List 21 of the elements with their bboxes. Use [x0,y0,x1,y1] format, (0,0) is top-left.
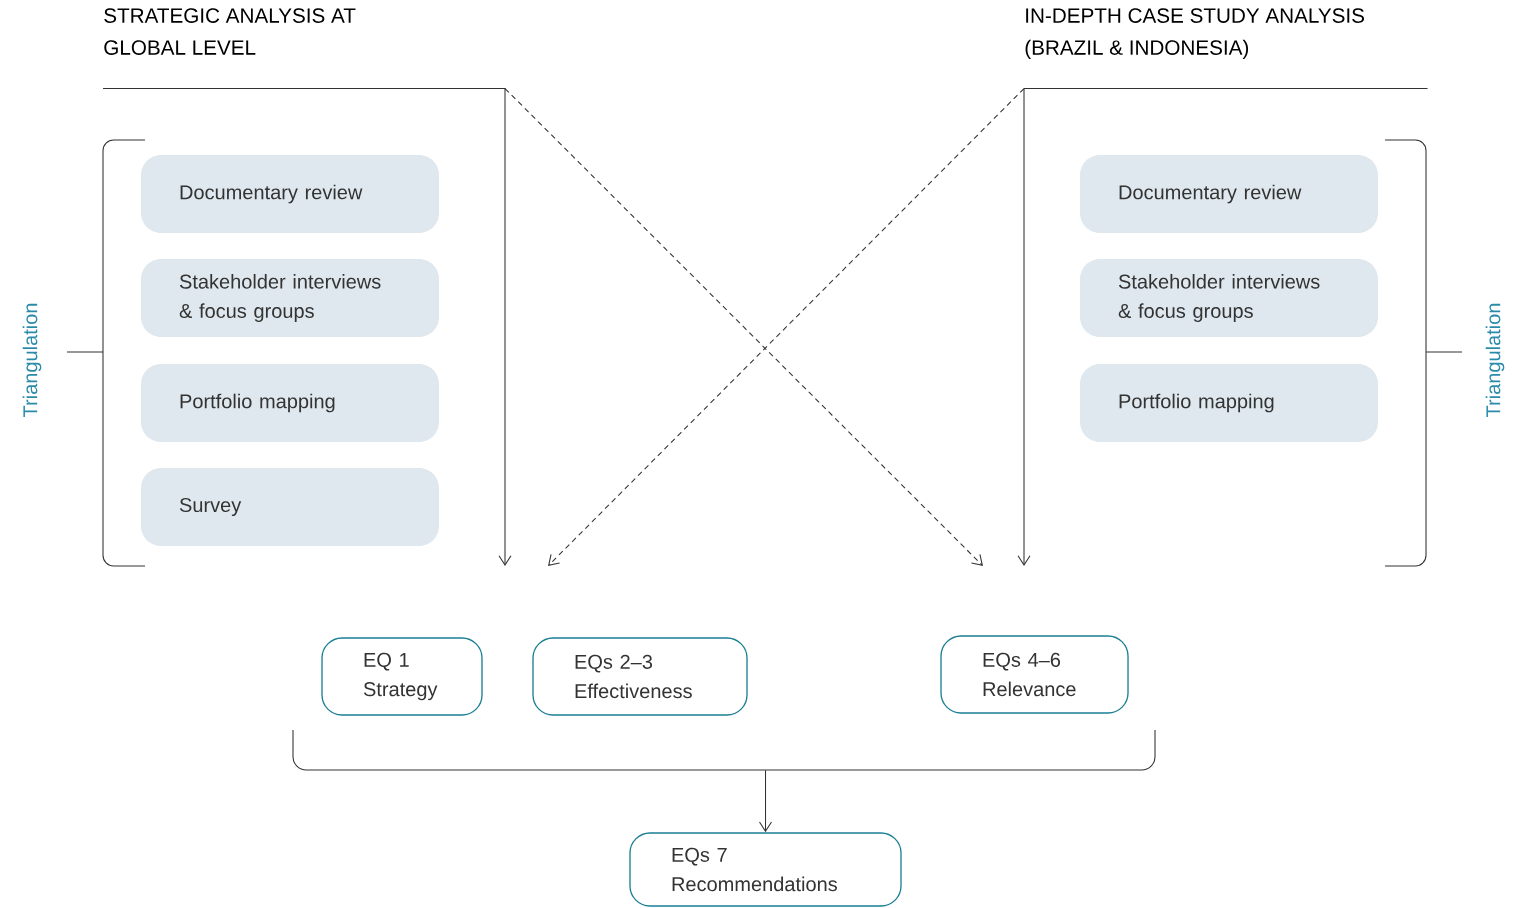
method-box: Stakeholder interviews & focus groups [141,259,439,337]
side-label: Triangulation [22,303,42,417]
bracket [292,729,1156,771]
question-box: EQ 1 Strategy [321,637,483,716]
method-box: Portfolio mapping [1080,364,1378,442]
arrow [504,88,983,566]
method-box: Survey [141,468,439,546]
method-box: Documentary review [1080,155,1378,233]
arrow [498,88,512,566]
section-heading: STRATEGIC ANALYSIS AT GLOBAL LEVEL [102,8,507,90]
side-label: Triangulation [1485,303,1505,417]
section-heading: IN-DEPTH CASE STUDY ANALYSIS (BRAZIL & INDONESIA) [1023,8,1429,90]
question-box: EQs 2–3 Effectiveness [532,637,748,716]
question-box: EQs 7 Recommendations [629,832,902,907]
method-box: Stakeholder interviews & focus groups [1080,259,1378,337]
method-box: Portfolio mapping [141,364,439,442]
question-box: EQs 4–6 Relevance [940,635,1129,714]
arrow [758,769,773,833]
arrow [548,88,1025,566]
method-box: Documentary review [141,155,439,233]
arrow [1017,88,1031,566]
